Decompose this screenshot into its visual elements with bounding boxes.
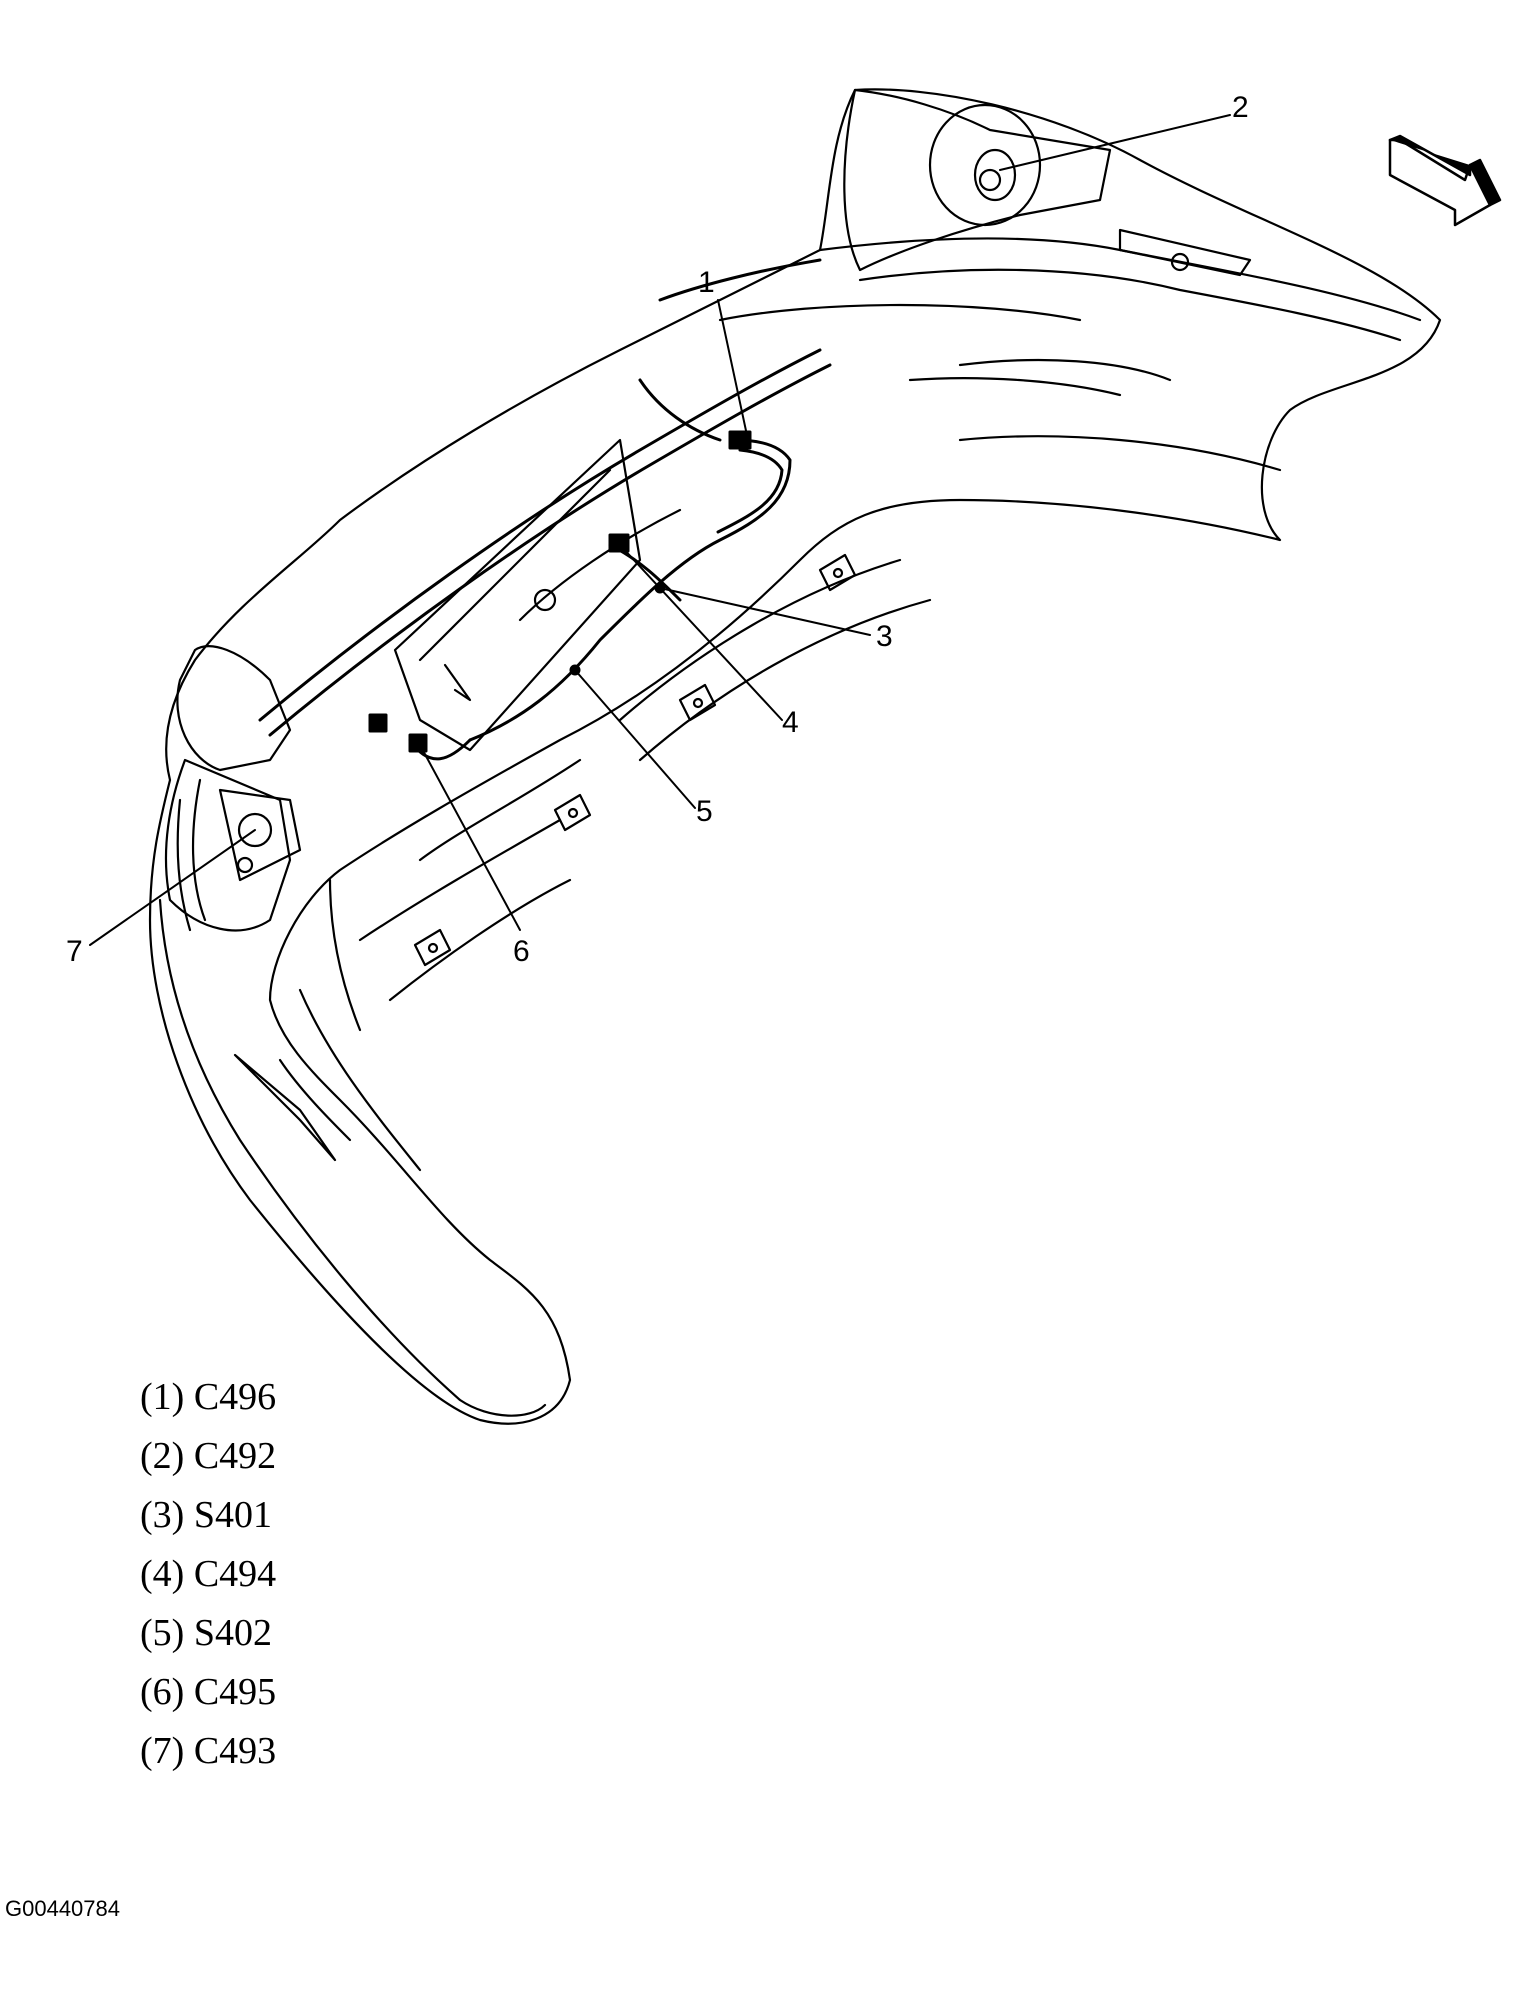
- legend-item: (3) S401: [140, 1494, 272, 1536]
- bumper-fascia-outline: [148, 88, 1442, 1425]
- legend-item: (1) C496: [140, 1376, 277, 1418]
- mounting-brackets: [413, 553, 857, 967]
- callout-5: 5: [696, 795, 713, 828]
- forward-direction-arrow-icon: [1388, 134, 1502, 227]
- callout-leaders: [89, 114, 1231, 946]
- legend-item: (2) C492: [140, 1435, 277, 1477]
- legend-item: (6) C495: [140, 1671, 277, 1713]
- legend-item: (5) S402: [140, 1612, 272, 1654]
- callout-4: 4: [782, 706, 799, 739]
- legend-item: (7) C493: [140, 1730, 277, 1772]
- left-lamp-housing: [164, 645, 302, 932]
- callout-3: 3: [876, 620, 893, 653]
- callout-1: 1: [698, 266, 715, 299]
- callout-6: 6: [513, 935, 530, 968]
- callout-7: 7: [66, 935, 83, 968]
- component-legend: (1) C496 (2) C492 (3) S401 (4) C494 (5) …: [140, 1368, 276, 1781]
- wiring-harness: [368, 378, 792, 761]
- legend-item: (4) C494: [140, 1553, 277, 1595]
- callout-2: 2: [1232, 91, 1249, 124]
- license-plate-pocket: [393, 438, 642, 752]
- figure-id: G00440784: [5, 1896, 120, 1921]
- right-lamp-housing: [843, 88, 1252, 277]
